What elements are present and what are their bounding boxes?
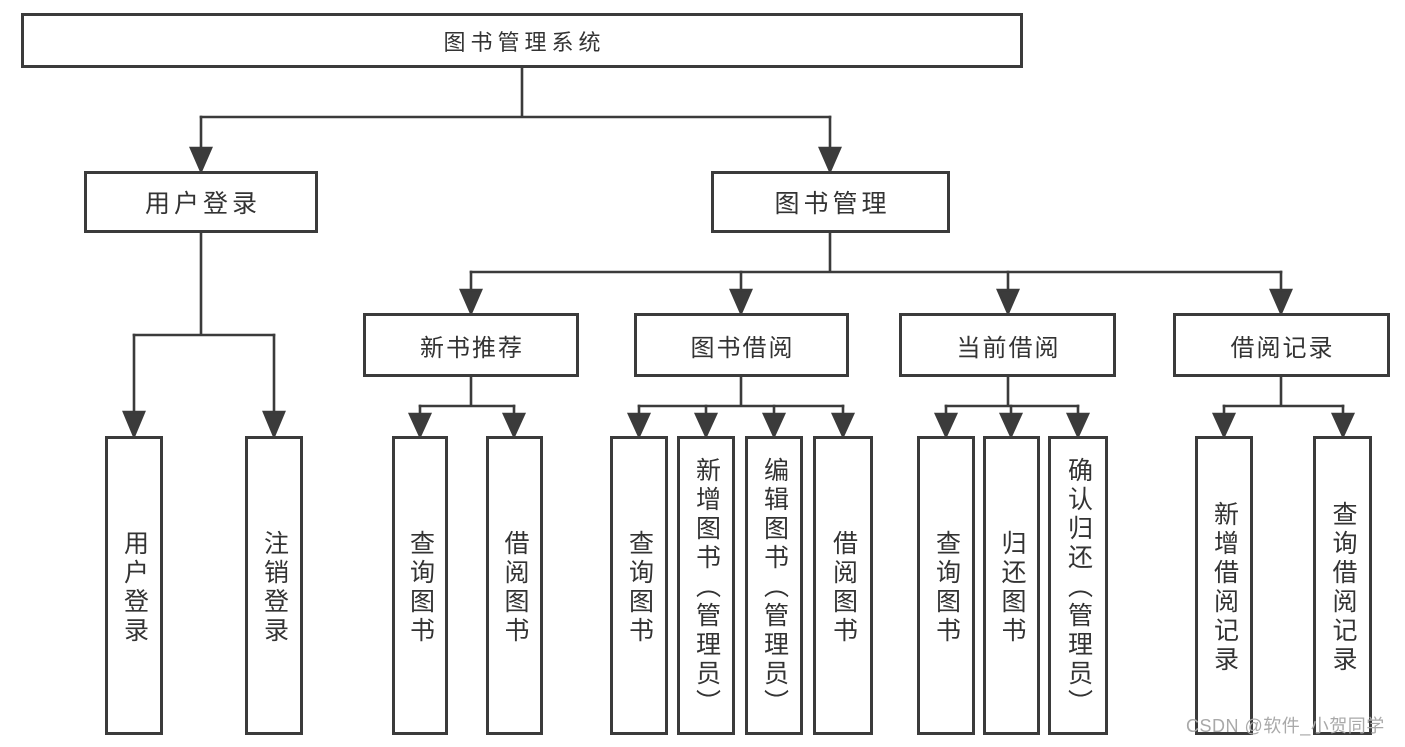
- node-root-library-system: 图书管理系统: [21, 13, 1023, 68]
- arrow-down-icon: [729, 288, 753, 317]
- leaf-borrow-books: 借阅图书: [813, 436, 873, 735]
- node-label: 注销登录: [260, 529, 289, 646]
- leaf-query-books-recommend: 查询图书: [392, 436, 448, 735]
- arrow-down-icon: [1269, 288, 1293, 317]
- arrow-down-icon: [459, 288, 483, 317]
- node-borrowing-records: 借阅记录: [1173, 313, 1390, 377]
- arrow-down-icon: [189, 146, 213, 175]
- arrow-down-icon: [830, 412, 856, 440]
- node-label: 图书管理系统: [443, 29, 606, 55]
- tree-edges: [122, 68, 1356, 440]
- node-book-borrowing: 图书借阅: [634, 313, 849, 377]
- node-current-borrowing: 当前借阅: [899, 313, 1116, 377]
- arrow-down-icon: [761, 412, 787, 440]
- node-new-book-recommendation: 新书推荐: [363, 313, 579, 377]
- node-label: 图书管理: [774, 190, 891, 218]
- node-user-login: 用户登录: [84, 171, 318, 233]
- csdn-watermark: CSDN @软件_小贺同学: [1186, 716, 1385, 736]
- node-label: 新增借阅记录: [1210, 500, 1239, 675]
- node-label: 查询借阅记录: [1329, 500, 1357, 675]
- arrow-down-icon: [1211, 412, 1237, 440]
- leaf-query-books-current: 查询图书: [917, 436, 975, 735]
- leaf-add-books-admin: 新增图书（管理员）: [677, 436, 735, 735]
- leaf-user-login: 用户登录: [105, 436, 163, 735]
- leaf-borrow-books-recommend: 借阅图书: [486, 436, 543, 735]
- node-label: 借阅记录: [1230, 334, 1335, 362]
- node-label: 用户登录: [120, 529, 149, 646]
- node-book-management: 图书管理: [711, 171, 950, 233]
- leaf-query-books-borrow: 查询图书: [610, 436, 668, 735]
- leaf-edit-books-admin: 编辑图书（管理员）: [745, 436, 803, 735]
- leaf-query-borrow-record: 查询借阅记录: [1313, 436, 1372, 735]
- arrow-down-icon: [407, 412, 433, 440]
- arrow-down-icon: [933, 412, 959, 440]
- arrow-down-icon: [998, 412, 1024, 440]
- arrow-down-icon: [996, 288, 1020, 317]
- node-label: 查询图书: [406, 529, 435, 646]
- leaf-add-borrow-record: 新增借阅记录: [1195, 436, 1253, 735]
- node-label: 当前借阅: [956, 334, 1061, 362]
- node-label: 新增图书（管理员）: [692, 457, 721, 718]
- node-label: 借阅图书: [829, 529, 858, 646]
- node-label: 图书借阅: [690, 334, 795, 362]
- node-label: 归还图书: [998, 529, 1026, 646]
- leaf-return-books: 归还图书: [983, 436, 1040, 735]
- arrow-down-icon: [693, 412, 719, 440]
- node-label: 查询图书: [625, 529, 654, 646]
- arrow-down-icon: [122, 410, 146, 440]
- arrow-down-icon: [501, 412, 527, 440]
- node-label: 新书推荐: [420, 334, 524, 362]
- arrow-down-icon: [1330, 412, 1356, 440]
- node-label: 用户登录: [144, 190, 261, 218]
- node-label: 确认归还（管理员）: [1064, 457, 1093, 718]
- leaf-logout: 注销登录: [245, 436, 303, 735]
- arrow-down-icon: [262, 410, 286, 440]
- node-label: 借阅图书: [501, 529, 529, 646]
- arrow-down-icon: [626, 412, 652, 440]
- node-label: 查询图书: [932, 529, 961, 646]
- leaf-confirm-return-admin: 确认归还（管理员）: [1048, 436, 1108, 735]
- node-label: 编辑图书（管理员）: [760, 457, 789, 718]
- arrow-down-icon: [1065, 412, 1091, 440]
- arrow-down-icon: [818, 146, 842, 175]
